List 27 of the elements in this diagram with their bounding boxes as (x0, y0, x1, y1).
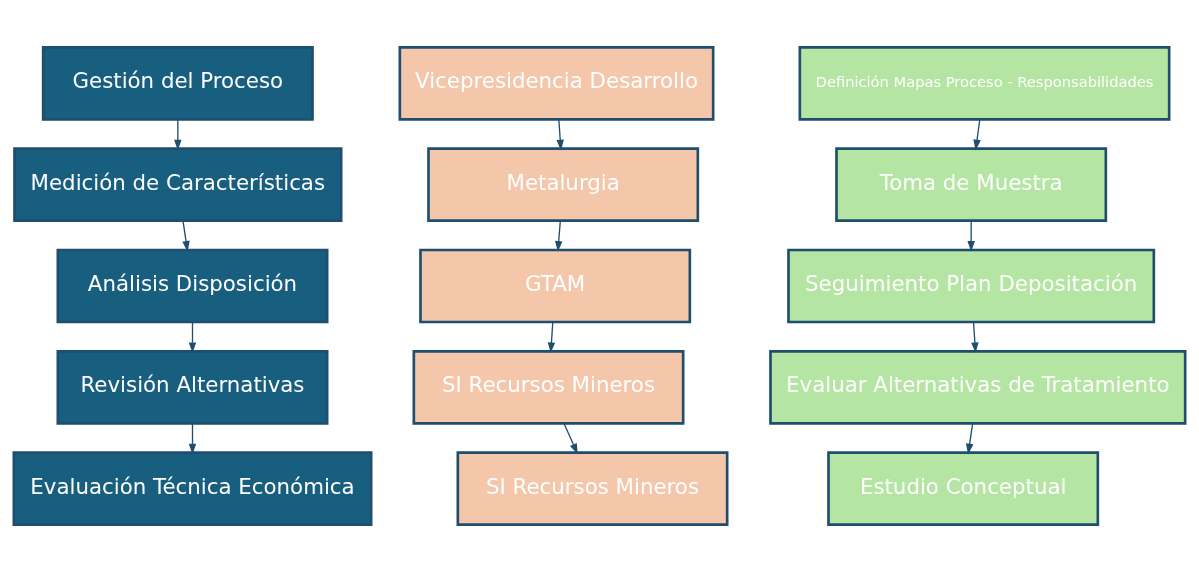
node-box: SI Recursos Mineros (412, 349, 685, 425)
node-box: Evaluación Técnica Económica (12, 450, 373, 526)
node-box: Análisis Disposición (56, 248, 329, 323)
arrow (965, 422, 974, 454)
node-box: GTAM (419, 248, 692, 323)
arrow (971, 321, 979, 353)
arrow (188, 422, 197, 454)
arrow (973, 118, 981, 150)
node-box: Revisión Alternativas (56, 349, 329, 425)
node-box: SI Recursos Mineros (456, 450, 729, 526)
node-box: Medición de Características (13, 146, 343, 222)
arrow (188, 321, 197, 353)
node-box: Metalurgia (427, 146, 700, 222)
arrow (182, 219, 190, 252)
arrow (547, 321, 556, 353)
node-box: Definición Mapas Proceso - Responsabilidades (798, 45, 1171, 121)
arrow (556, 118, 564, 150)
arrow (554, 219, 563, 252)
node-box: Toma de Muestra (835, 146, 1108, 222)
node-box: Estudio Conceptual (827, 450, 1100, 526)
arrow (967, 219, 975, 252)
arrow (563, 422, 578, 454)
arrow (174, 118, 182, 150)
node-box: Seguimiento Plan Depositación (787, 248, 1156, 323)
node-box: Evaluar Alternativas de Tratamiento (769, 349, 1187, 425)
node-box: Gestión del Proceso (41, 45, 314, 121)
node-box: Vicepresidencia Desarrollo (398, 45, 715, 121)
